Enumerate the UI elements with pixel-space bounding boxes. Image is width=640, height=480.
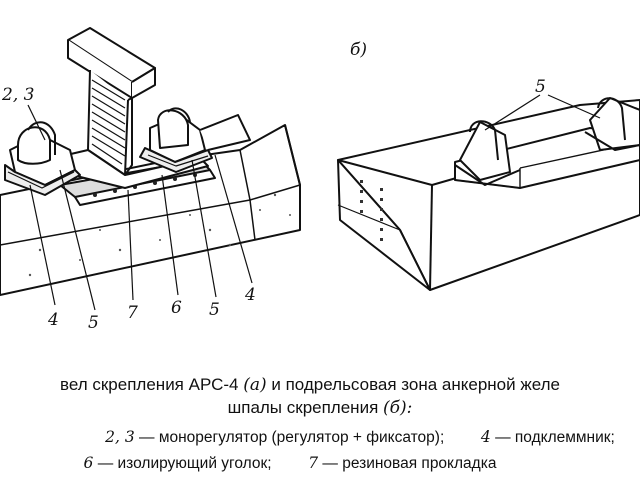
fastening-diagram: 2, 3 4 5 7 6 5 4 б) 5 — [0, 27, 640, 333]
caption-line-3: 2, 3 — монорегулятор (регулятор + фиксат… — [40, 428, 640, 447]
rail — [44, 27, 209, 189]
caption-line-4: 6 — изолирующий уголок; 7 — резиновая пр… — [0, 454, 610, 473]
caption-title-rest: и подрельсовая зона анкерной желе — [271, 375, 560, 394]
caption-line-2: шпалы скрепления (б): — [0, 398, 640, 418]
legend-num-4: 4 — [480, 428, 491, 446]
legend-num-6: 6 — [83, 454, 94, 472]
legend-text-4: — подклеммник; — [495, 429, 615, 446]
label-5-right: 5 — [209, 300, 220, 320]
label-2-3: 2, 3 — [1, 85, 34, 105]
legend-num-7: 7 — [308, 454, 319, 472]
label-5-b: 5 — [535, 77, 546, 97]
monoregulator-right — [139, 107, 251, 173]
legend-text-2-3: — монорегулятор (регулятор + фиксатор); — [139, 429, 445, 446]
label-4-left: 4 — [47, 310, 59, 330]
label-6: 6 — [171, 298, 182, 318]
legend-text-6: — изолирующий уголок; — [97, 455, 272, 472]
caption-subtitle: шпалы скрепления — [227, 398, 379, 417]
legend-text-7: — резиновая прокладка — [322, 455, 497, 472]
label-panel-b: б) — [350, 40, 367, 60]
label-4-right: 4 — [244, 285, 256, 305]
shoulder-left-b — [454, 120, 521, 186]
caption-line-1: вел скрепления АРС-4 (а) и подрельсовая … — [0, 375, 630, 395]
caption-title: вел скрепления АРС-4 — [60, 375, 239, 394]
legend-num-2-3: 2, 3 — [105, 428, 135, 446]
label-5-left: 5 — [88, 313, 99, 333]
caption-b-ref: (б): — [383, 398, 413, 418]
shoulder-right-b — [584, 97, 640, 151]
caption-a-ref: (а) — [243, 375, 267, 395]
label-7: 7 — [127, 303, 138, 323]
monoregulator-left — [4, 121, 81, 196]
